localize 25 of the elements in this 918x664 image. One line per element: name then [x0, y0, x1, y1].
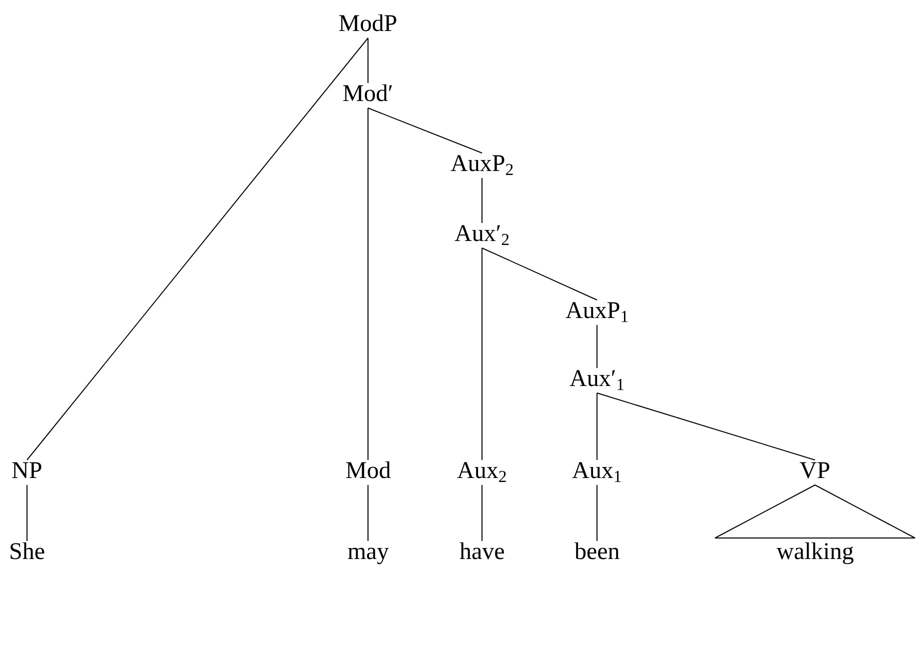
tree-branch: [596, 324, 598, 368]
tree-branch: [26, 484, 28, 542]
word-label: have: [458, 539, 506, 567]
tree-branch: [596, 392, 816, 460]
word-label: She: [8, 539, 46, 567]
category-label: AuxP$_{2}$: [450, 151, 515, 179]
category-label: Aux$_{2}$: [456, 458, 508, 486]
tree-branch: [596, 392, 598, 460]
tree-branch: [596, 484, 598, 542]
category-label: AuxP$_{1}$: [564, 298, 630, 326]
category-label: Mod: [344, 458, 392, 486]
category-label: Aux′$_{2}$: [454, 221, 510, 249]
word-label: may: [346, 539, 390, 567]
tree-branch: [368, 108, 482, 154]
category-label: VP: [798, 458, 832, 486]
tree-branch: [26, 38, 368, 460]
roof-triangle: [714, 484, 916, 538]
tree-branch: [482, 248, 598, 300]
word-label: walking: [776, 539, 855, 567]
category-label: ModP: [338, 11, 398, 39]
category-label: NP: [10, 458, 44, 486]
category-label: Aux′$_{1}$: [568, 366, 626, 394]
category-label: Mod′: [342, 81, 394, 109]
word-label: been: [574, 539, 621, 567]
category-label: Aux$_{1}$: [571, 458, 623, 486]
